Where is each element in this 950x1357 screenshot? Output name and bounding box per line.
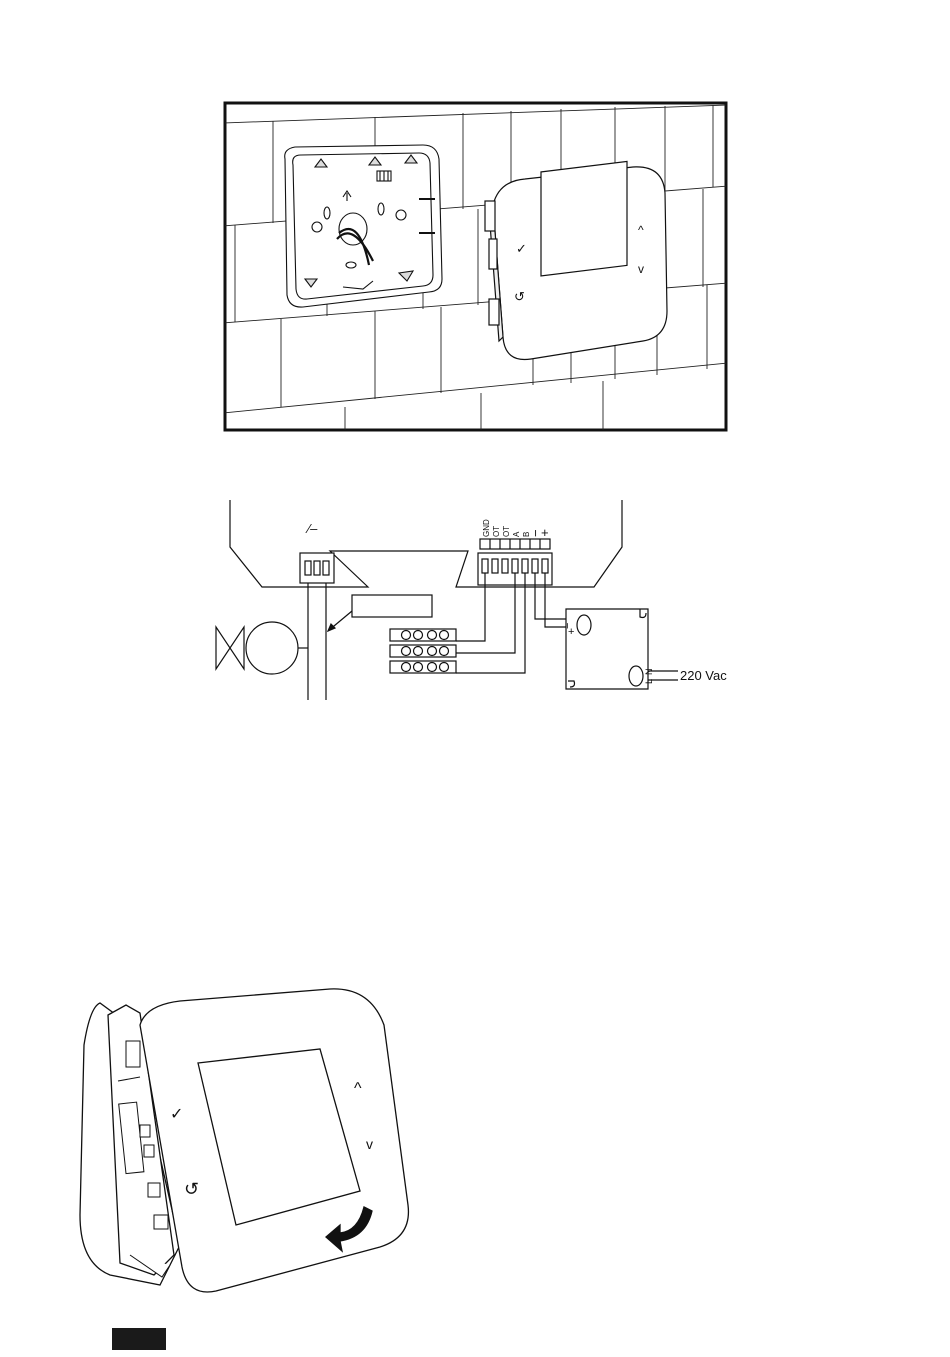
chevron-down-icon: v — [638, 262, 644, 276]
thermostat-opening-illustration: ✓ ↺ ^ v — [70, 985, 420, 1300]
controller-board-outline — [230, 500, 622, 587]
mains-voltage-label: 220 Vac — [680, 668, 727, 683]
back-icon: ↺ — [184, 1179, 199, 1199]
chevron-up-icon: ^ — [354, 1080, 362, 1097]
power-supply — [566, 609, 648, 689]
back-plate — [285, 145, 442, 307]
psu-ac-l: L — [644, 679, 654, 684]
terminal-label-gnd: GND — [482, 519, 491, 537]
page-tab-marker — [112, 1328, 166, 1350]
terminal-label-plus: + — [541, 525, 549, 540]
chevron-down-icon: v — [366, 1136, 373, 1152]
terminal-labels: GND OT OT A B − + — [482, 519, 549, 540]
relay-symbol-label: ∕– — [305, 521, 318, 536]
thermostat-front: ✓ ↺ ^ v — [485, 161, 667, 359]
psu-dc-plus: + — [568, 626, 574, 638]
check-icon: ✓ — [170, 1106, 183, 1123]
valve-symbol — [216, 622, 308, 674]
psu-ac-n: N — [644, 669, 654, 676]
chevron-up-icon: ^ — [638, 223, 644, 237]
wire-label-box — [352, 595, 432, 617]
terminal-label-ot2: OT — [502, 526, 511, 537]
terminal-label-a: A — [512, 531, 521, 537]
wiring-diagram: ∕– GND OT OT A B − + − + N L 220 Vac — [200, 495, 760, 705]
terminal-label-ot1: OT — [492, 526, 501, 537]
wall-mount-illustration: ✓ ↺ ^ v — [223, 101, 728, 432]
check-icon: ✓ — [516, 241, 527, 256]
back-icon: ↺ — [514, 289, 525, 304]
relay-terminal — [300, 553, 334, 583]
thermostat-screen — [541, 161, 627, 276]
connector-blocks — [390, 629, 456, 673]
